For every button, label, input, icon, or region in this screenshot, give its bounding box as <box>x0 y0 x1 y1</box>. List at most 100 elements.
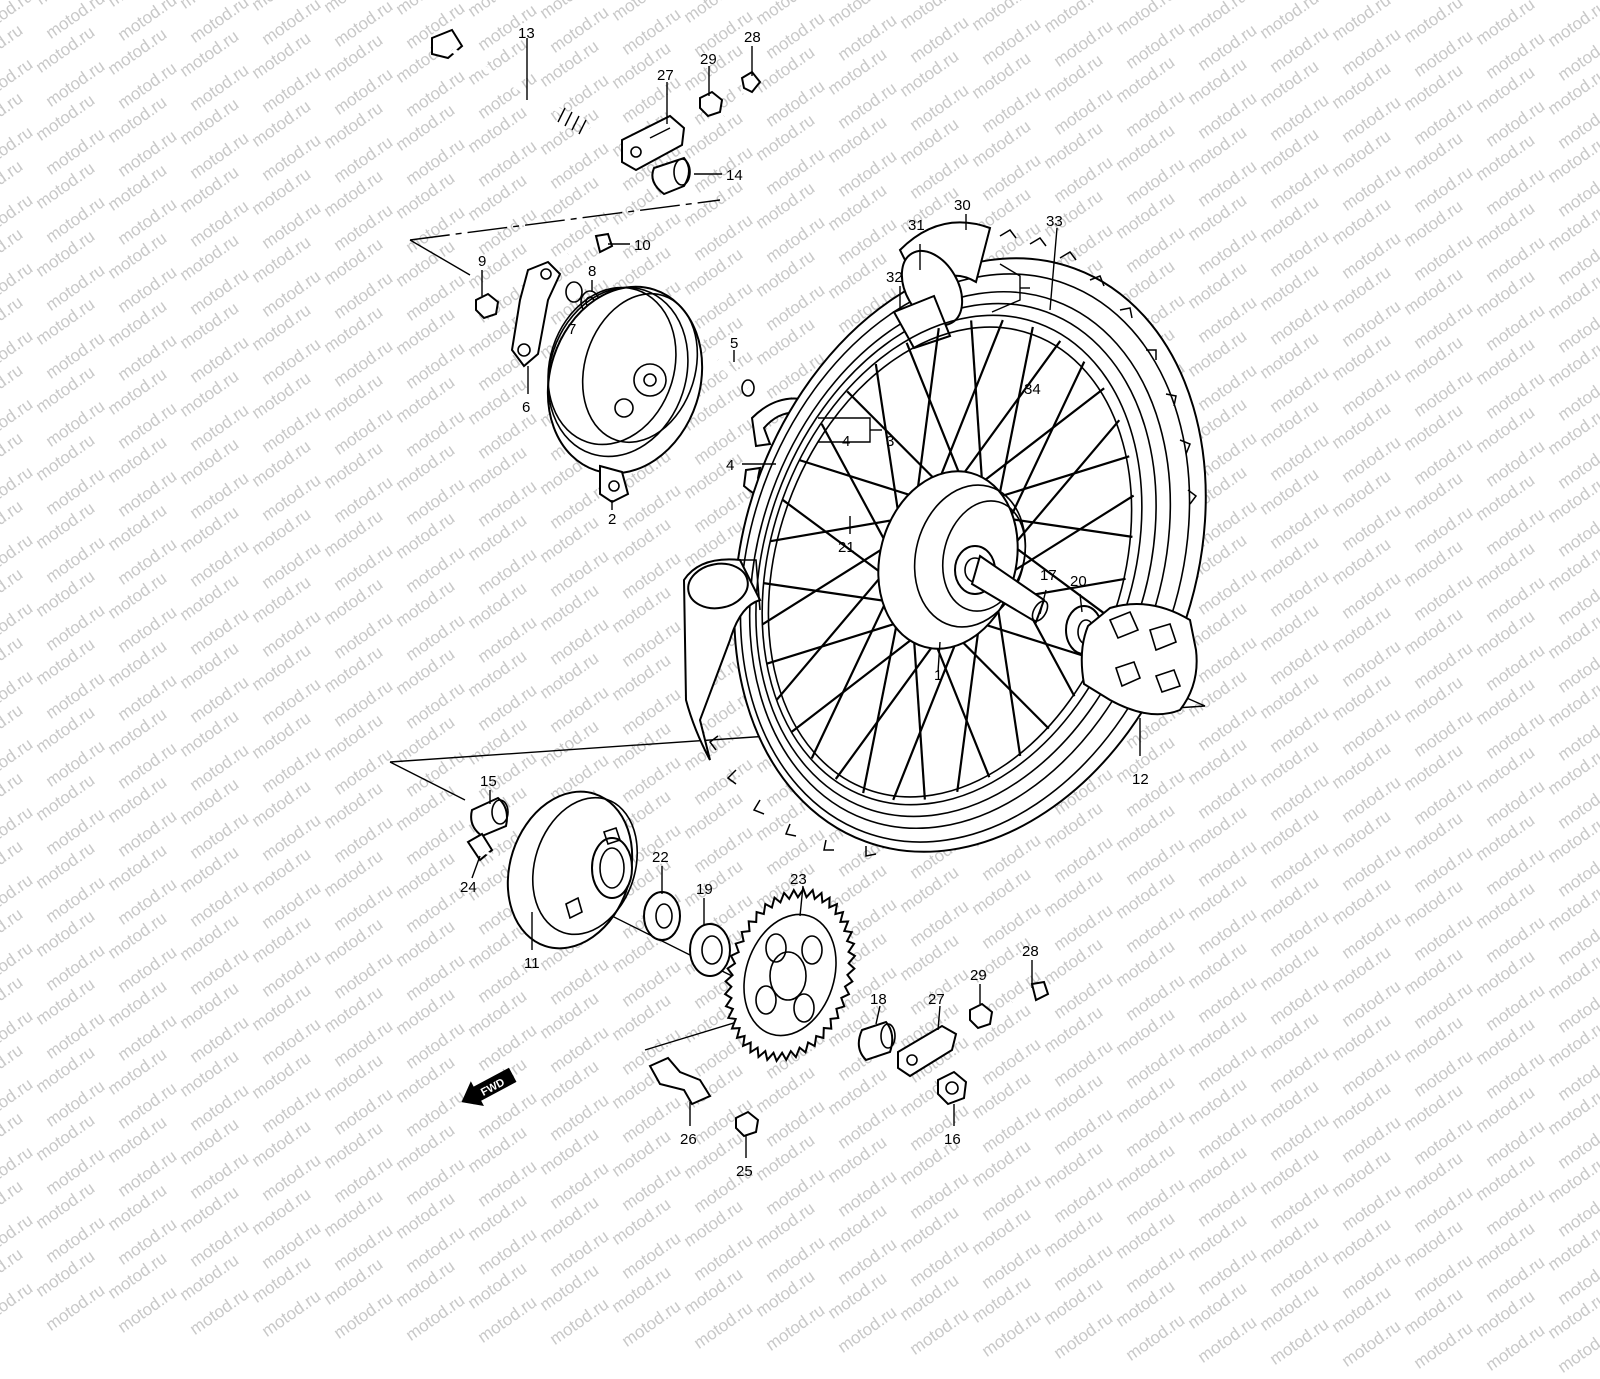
callout-21: 21 <box>838 539 855 556</box>
oil-seal-part-19 <box>689 923 731 977</box>
watermark-text: motod.ru <box>42 1212 109 1267</box>
callout-4-left: 4 <box>726 457 734 474</box>
watermark-text: motod.ru <box>1122 1242 1189 1297</box>
watermark-text: motod.ru <box>1400 1284 1467 1339</box>
watermark-text: motod.ru <box>392 1256 459 1311</box>
chain-adjuster-part-27-bottom <box>897 1024 958 1078</box>
spoke <box>905 342 969 494</box>
callout-14: 14 <box>726 167 743 184</box>
spoke <box>810 583 896 759</box>
callout-22: 22 <box>652 849 669 866</box>
spacer-part-14 <box>651 156 691 196</box>
watermark-text: motod.ru <box>186 1216 253 1271</box>
spoke <box>775 559 896 701</box>
watermark-text: motod.ru <box>608 1194 675 1249</box>
callout-11: 11 <box>524 955 540 972</box>
watermark-text: motod.ru <box>402 1222 469 1277</box>
watermark-text: motod.ru <box>1050 1240 1117 1295</box>
callout-33: 33 <box>1046 213 1063 230</box>
watermark-text: motod.ru <box>690 1230 757 1285</box>
watermark-text: motod.ru <box>114 1282 181 1337</box>
spoke <box>834 626 948 780</box>
spoke <box>1001 536 1115 622</box>
callout-34: 34 <box>1024 381 1041 398</box>
nut-part-9 <box>475 292 500 320</box>
spacer-part-18 <box>857 1020 896 1062</box>
watermark-text: motod.ru <box>402 1290 469 1345</box>
callout-2: 2 <box>608 511 616 528</box>
watermark-text: motod.ru <box>464 1258 531 1313</box>
bolt-part-28-top <box>722 70 762 117</box>
callout-4-right: 4 <box>842 433 850 450</box>
nut-part-16 <box>937 1070 968 1106</box>
spoke <box>791 626 929 733</box>
watermark-text: motod.ru <box>1410 1318 1477 1373</box>
watermark-text: motod.ru <box>1544 1288 1600 1343</box>
brake-cam-lever-part-6 <box>510 260 562 368</box>
spoke <box>946 626 1050 730</box>
callout-28-bottom: 28 <box>1022 943 1039 960</box>
watermark-text: motod.ru <box>1040 1206 1107 1261</box>
bolt-part-10 <box>567 232 614 256</box>
callout-13: 13 <box>518 25 535 42</box>
watermark-text: motod.ru <box>690 1298 757 1353</box>
callout-19: 19 <box>696 881 713 898</box>
callout-18: 18 <box>870 991 887 1008</box>
watermark-text: motod.ru <box>1554 1254 1600 1309</box>
watermark-text: motod.ru <box>176 1250 243 1305</box>
callout-32: 32 <box>886 269 903 286</box>
watermark-text: motod.ru <box>1184 1278 1251 1333</box>
callout-27-bottom: 27 <box>928 991 945 1008</box>
watermark-text: motod.ru <box>618 1228 685 1283</box>
bearing-part-22 <box>643 891 681 941</box>
watermark-text: motod.ru <box>906 1304 973 1359</box>
watermark-text: motod.ru <box>968 1272 1035 1327</box>
callout-29-top: 29 <box>700 51 717 68</box>
callout-16: 16 <box>944 1131 961 1148</box>
callout-7: 7 <box>568 321 576 338</box>
watermark-text: motod.ru <box>896 1270 963 1325</box>
callout-8: 8 <box>588 263 596 280</box>
watermark-text: motod.ru <box>896 1202 963 1257</box>
watermark-text: motod.ru <box>762 1232 829 1287</box>
watermark-text: motod.ru <box>0 1278 37 1333</box>
watermark-text: motod.ru <box>1410 1250 1477 1305</box>
spoke <box>862 604 902 794</box>
nut-part-25 <box>735 1110 760 1138</box>
callout-6: 6 <box>522 399 530 416</box>
watermark-text: motod.ru <box>546 1294 613 1349</box>
watermark-text: motod.ru <box>680 1264 747 1319</box>
watermark-text: motod.ru <box>1122 1310 1189 1365</box>
watermark-text: motod.ru <box>1266 1246 1333 1301</box>
cush-rubber-part-12 <box>1080 603 1198 716</box>
watermark-text: motod.ru <box>1328 1282 1395 1337</box>
watermark-text: motod.ru <box>1472 1286 1539 1341</box>
watermark-text: motod.ru <box>834 1234 901 1289</box>
axle-part-13 <box>431 28 592 135</box>
chain-adjuster-part-27-top <box>621 114 686 172</box>
spoke <box>970 320 985 501</box>
callout-23: 23 <box>790 871 807 888</box>
watermark-text: motod.ru <box>330 1220 397 1275</box>
watermark-text: motod.ru <box>536 1192 603 1247</box>
callout-15: 15 <box>480 773 497 790</box>
callout-26: 26 <box>680 1131 697 1148</box>
watermark-text: motod.ru <box>1338 1316 1405 1371</box>
watermark-text: motod.ru <box>258 1286 325 1341</box>
watermark-text: motod.ru <box>1266 1314 1333 1369</box>
watermark-text: motod.ru <box>1194 1312 1261 1367</box>
watermark-text: motod.ru <box>114 1214 181 1269</box>
spoke <box>766 617 913 665</box>
watermark-text: motod.ru <box>1256 1280 1323 1335</box>
watermark-text: motod.ru <box>258 1218 325 1273</box>
callout-3: 3 <box>886 433 894 450</box>
bolt-part-24 <box>466 832 513 864</box>
watermark-text: motod.ru <box>248 1252 315 1307</box>
spoke <box>761 536 902 626</box>
watermark-text: motod.ru <box>1050 1308 1117 1363</box>
watermark-text: motod.ru <box>978 1238 1045 1293</box>
watermark-text: motod.ru <box>1040 1274 1107 1329</box>
nut-part-29-bottom <box>969 1002 994 1030</box>
watermark-text: motod.ru <box>608 1262 675 1317</box>
callout-17: 17 <box>1040 567 1057 584</box>
